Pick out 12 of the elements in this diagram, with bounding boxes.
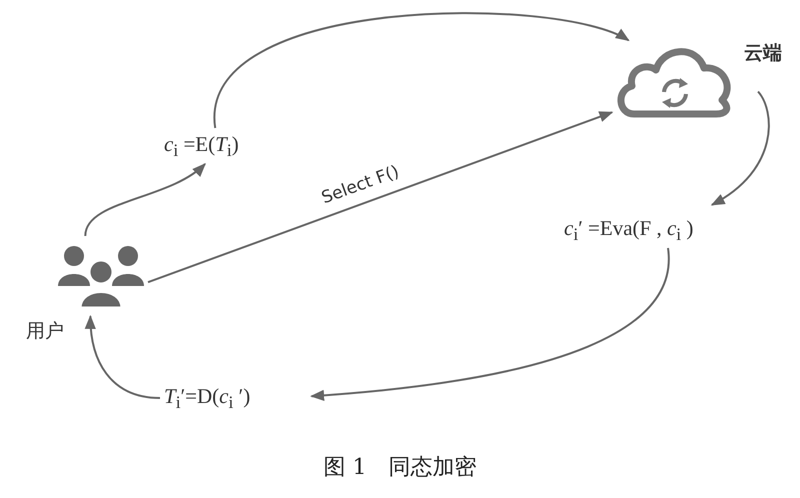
user-label: 用户 bbox=[26, 319, 64, 344]
arrow bbox=[85, 314, 160, 399]
formula-text: T$_{i}$′=D(c$_{i}$ ′) bbox=[164, 384, 250, 414]
arrow bbox=[148, 111, 614, 284]
arrow bbox=[310, 248, 670, 401]
arrow bbox=[710, 91, 770, 206]
arrow bbox=[84, 163, 206, 236]
formula-text: c$_{i}$′ =Eva(F , c$_{i}$ ) bbox=[564, 216, 694, 246]
figure-caption: 图 1 同态加密 bbox=[322, 454, 478, 482]
cloud-label: 云端 bbox=[744, 41, 782, 66]
formula-text: c$_{i}$ =E(T$_{i}$) bbox=[164, 132, 239, 162]
arrow bbox=[214, 12, 630, 128]
